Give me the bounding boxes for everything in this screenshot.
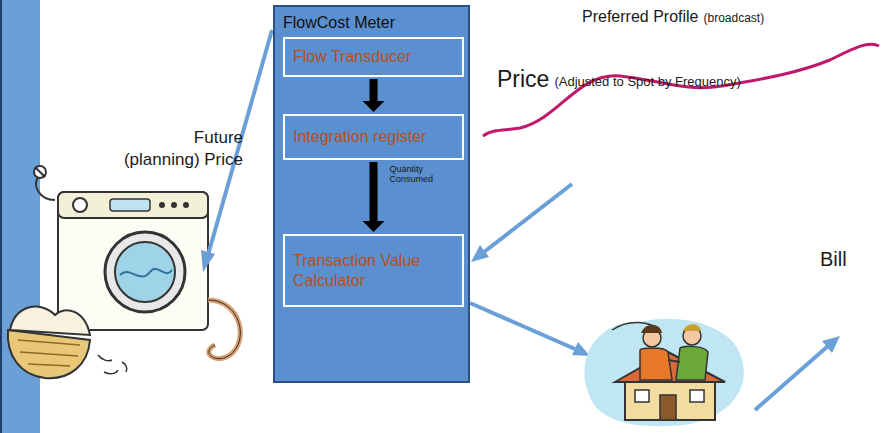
washing-machine — [8, 166, 241, 378]
process-box: Transaction Value Calculator — [283, 234, 464, 307]
edge-label: Quantity Consumed — [390, 164, 442, 185]
box-label: Flow Transducer — [293, 47, 411, 66]
profile-curve — [483, 44, 879, 136]
bill-label: Bill — [820, 248, 847, 271]
box-label: Integration register — [293, 127, 426, 146]
process-box: Flow Transducer — [283, 37, 464, 77]
profile-note: (broadcast) — [704, 11, 765, 25]
price-note: (Adjusted to Spot by Frequency) — [554, 74, 740, 89]
future-label: (planning) Price — [124, 150, 243, 170]
future-label: Future — [194, 128, 243, 148]
meter-title: FlowCost Meter — [283, 13, 395, 32]
flow-arrow — [363, 162, 385, 232]
process-box: Integration register — [283, 114, 464, 160]
price-label: Price — [497, 66, 549, 93]
flow-arrow — [363, 79, 385, 112]
household — [585, 319, 744, 427]
box-label: Transaction Value Calculator — [293, 251, 454, 289]
profile-label: Preferred Profile — [582, 8, 699, 26]
